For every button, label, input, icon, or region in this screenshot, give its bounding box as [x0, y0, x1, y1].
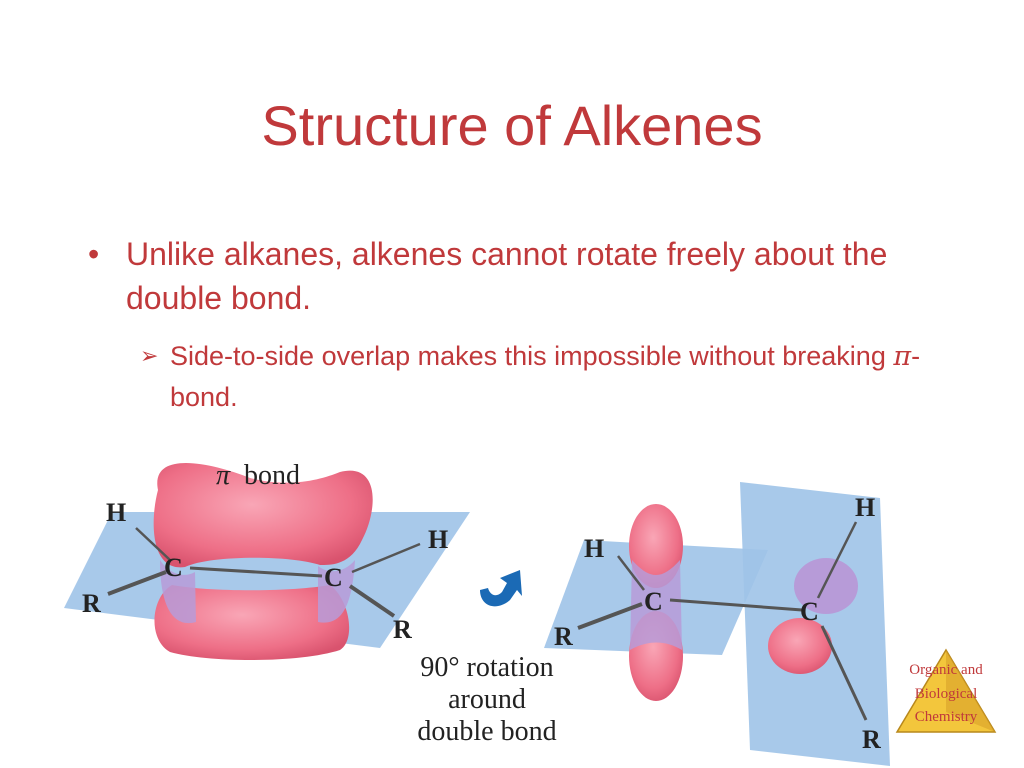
- rotation-caption-line-2: around: [448, 684, 526, 715]
- sub-bullet-text-start: Side-to-side overlap makes this impossib…: [170, 341, 894, 371]
- pi-symbol: π: [893, 341, 912, 372]
- bond-label: bond: [244, 460, 300, 491]
- atom-r-left: R: [554, 622, 573, 651]
- pi-bond-lower-lobe: [154, 585, 350, 661]
- logo-line-1: Organic and: [909, 662, 983, 678]
- atom-r-left: R: [82, 589, 101, 618]
- bond-c-h-right: [816, 521, 858, 599]
- pi-symbol-label: π: [216, 460, 231, 491]
- p-orbital-overlap-band: [630, 560, 682, 650]
- bond-c-h-right: [351, 542, 421, 574]
- pi-bond-upper-lobe: [153, 463, 373, 568]
- atom-c-left: C: [644, 587, 663, 616]
- planar-alkene-diagram: π bond H C R H C R: [64, 460, 470, 661]
- rotated-p-orbital-upper: [794, 558, 858, 614]
- bond-c-r-right: [348, 584, 396, 618]
- logo-line-3: Chemistry: [915, 709, 978, 725]
- atom-c-left: C: [164, 553, 183, 582]
- atom-c-right: C: [324, 563, 343, 592]
- atom-h-right: H: [855, 493, 875, 522]
- bullet-text: Unlike alkanes, alkenes cannot rotate fr…: [126, 236, 888, 316]
- bond-c-r-right: [820, 625, 868, 721]
- atom-h-left: H: [584, 534, 604, 563]
- double-bond-line: [189, 566, 323, 578]
- p-orbital-overlap-left: [160, 560, 196, 624]
- bond-c-r-left: [577, 602, 643, 630]
- atom-h-top-right: H: [428, 525, 448, 554]
- atom-h-top-left: H: [106, 498, 126, 527]
- sub-bullet-text-end: -bond.: [170, 341, 921, 412]
- sub-bullet-text: Side-to-side overlap makes this impossib…: [170, 336, 970, 417]
- sigma-bond-line: [669, 598, 803, 612]
- p-orbital-upper-lobe: [629, 504, 683, 588]
- p-orbital-overlap-right: [318, 560, 355, 623]
- rotated-alkene-diagram: H C R H C R: [544, 482, 890, 766]
- bond-c-r-left: [107, 570, 167, 596]
- bullet-marker: •: [88, 236, 100, 272]
- bond-c-h-left: [135, 527, 171, 561]
- atom-c-right: C: [800, 597, 819, 626]
- logo-line-2: Biological: [915, 686, 978, 702]
- atom-r-right: R: [393, 615, 412, 644]
- rotation-caption-line-3: double bond: [417, 716, 556, 747]
- slide-title: Structure of Alkenes: [261, 94, 763, 157]
- bond-c-h-left: [617, 555, 645, 591]
- atom-r-right: R: [862, 725, 881, 754]
- rotation-caption-line-1: 90° rotation: [420, 652, 553, 683]
- arrow-bullet-icon: ➢: [140, 343, 159, 368]
- rotated-p-orbital-lower: [768, 618, 832, 674]
- rotation-arrow-icon: [480, 570, 522, 607]
- organic-biological-chemistry-logo: Organic and Biological Chemistry: [895, 648, 997, 733]
